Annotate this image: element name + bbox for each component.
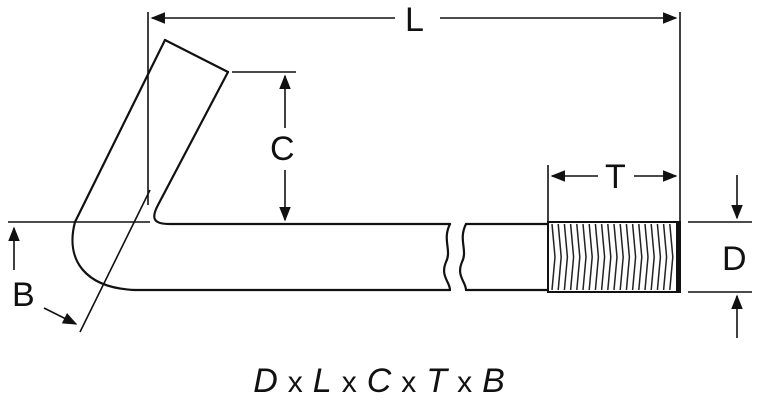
formula-term-l: L [312,362,334,400]
thread-line [594,223,600,291]
bolt-body [71,38,550,292]
threaded-section [547,221,681,293]
label-t: T [605,158,626,196]
thread-line [662,223,668,291]
thread-line [656,223,662,291]
thread-line [600,223,606,291]
thread-line [625,223,631,291]
thread-line [669,223,674,291]
formula-sep: x [457,366,475,399]
extension-lines [8,12,752,333]
thread-line [582,223,587,291]
formula-sep: x [287,366,305,399]
thread-line [563,223,569,291]
thread-line [631,223,637,291]
thread-line [588,223,593,291]
thread-line [557,223,562,291]
thread-line [644,223,649,291]
formula-sep: x [401,366,419,399]
formula-term-d: D [253,362,280,400]
thread-line [551,223,556,291]
formula-term-b: B [482,362,507,400]
formula-term-t: T [426,362,450,400]
formula-term-c: C [366,362,394,400]
thread-line [607,223,612,291]
label-b: B [12,276,35,314]
thread-line [576,223,581,291]
formula-sep: x [341,366,359,399]
thread-line [650,223,655,291]
thread-line [638,223,643,291]
label-c: C [270,130,295,168]
thread-line [569,223,575,291]
dimension-arrows [8,12,743,338]
thread-line [613,223,618,291]
label-d: D [722,240,747,278]
thread-end [676,223,680,291]
thread-line [619,223,624,291]
label-l: L [405,1,424,39]
